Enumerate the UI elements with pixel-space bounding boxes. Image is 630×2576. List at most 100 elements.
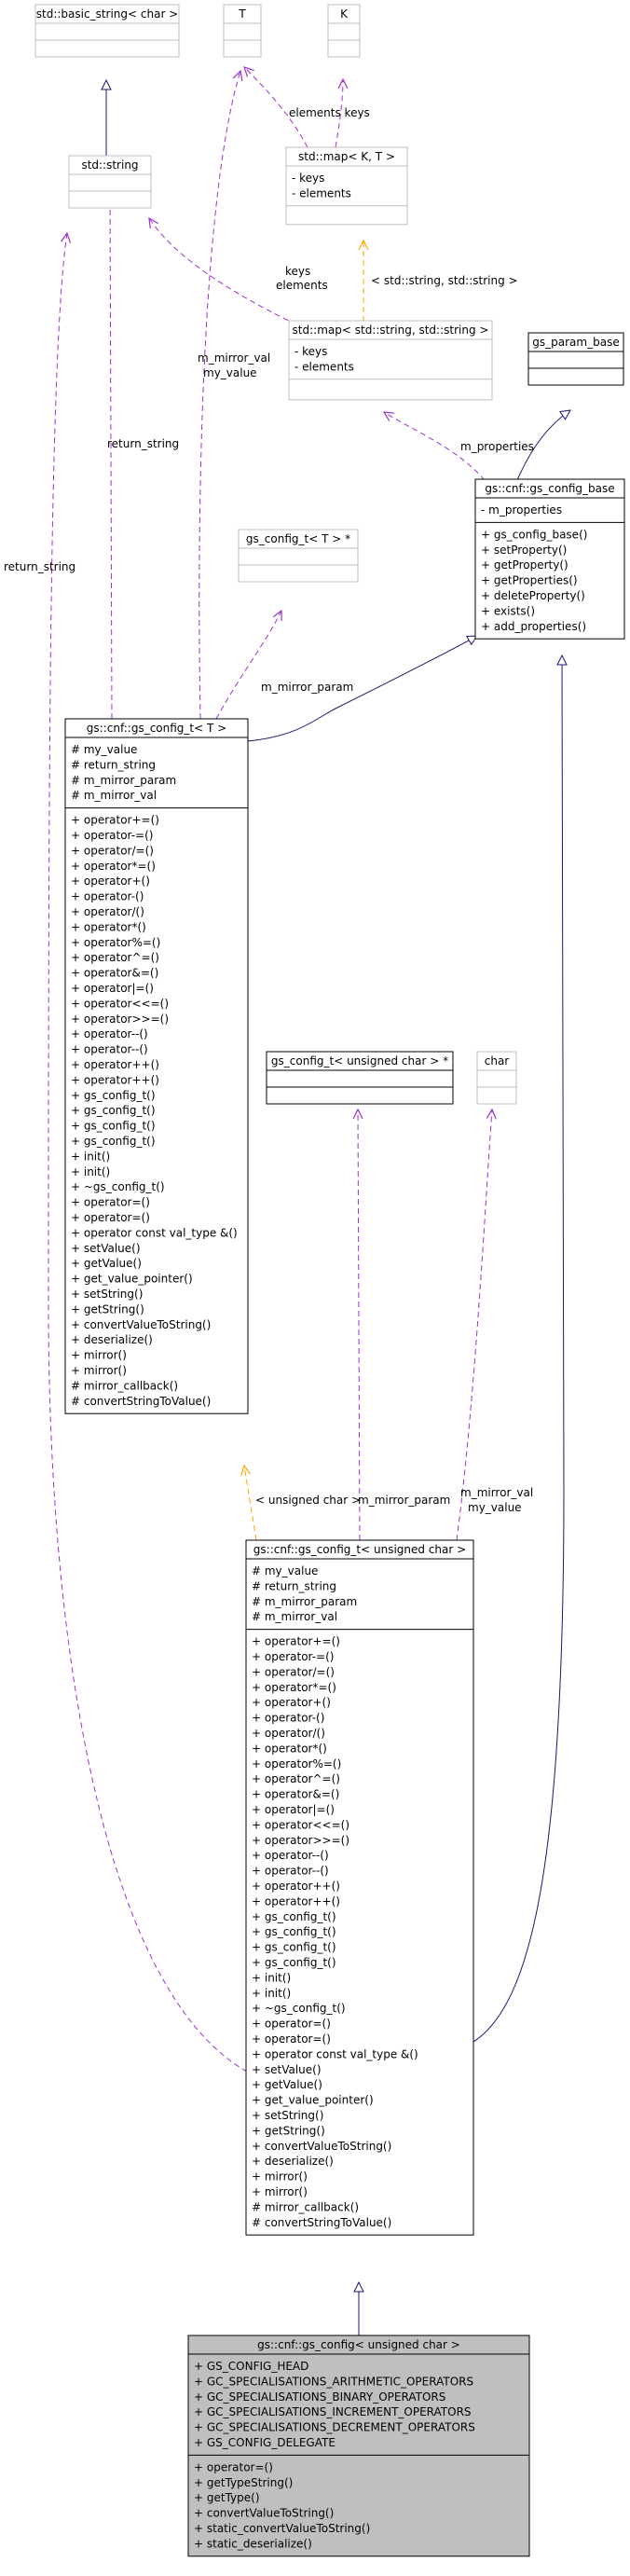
class-attribute: # m_mirror_param — [252, 1595, 357, 1608]
class-gs-config-t-uchar-ptr[interactable]: gs_config_t< unsigned char > * — [266, 1051, 454, 1105]
class-method: # mirror_callback() — [71, 1379, 178, 1392]
class-method: + operator-=() — [71, 829, 153, 842]
class-method: + gs_config_t() — [71, 1135, 156, 1148]
class-map-KT[interactable]: std::map< K, T >- keys- elements — [285, 146, 408, 226]
edge-map-string-to-string — [149, 218, 297, 325]
class-attribute: - m_properties — [481, 503, 562, 517]
class-box — [285, 146, 408, 226]
class-method: + init() — [71, 1150, 110, 1163]
class-attribute: + GC_SPECIALISATIONS_DECREMENT_OPERATORS — [194, 2421, 475, 2434]
class-method: + operator/=() — [252, 1665, 335, 1678]
class-method: + operator+() — [252, 1696, 331, 1709]
label-elements: elements — [276, 279, 328, 292]
class-method: + operator/=() — [71, 844, 154, 857]
class-gs-config-t-T[interactable]: gs::cnf::gs_config_t< T ># my_value# ret… — [64, 718, 249, 1414]
class-K[interactable]: K — [327, 4, 361, 58]
label-keys: keys — [285, 265, 310, 278]
class-method: + operator>>=() — [71, 1012, 169, 1026]
class-method: + getString() — [252, 2124, 325, 2137]
class-method: + setValue() — [71, 1242, 141, 1255]
class-method: + operator const val_type &() — [71, 1226, 238, 1239]
class-box — [223, 4, 262, 58]
class-char[interactable]: char — [476, 1051, 517, 1105]
class-method: + gs_config_t() — [71, 1089, 156, 1102]
class-attribute: # m_mirror_val — [71, 789, 157, 802]
class-title: gs_config_t< unsigned char > * — [271, 1054, 448, 1068]
class-method: + exists() — [481, 604, 535, 617]
class-method: + convertValueToString() — [71, 1318, 211, 1331]
class-attribute: # return_string — [71, 758, 156, 771]
class-method: + gs_config_base() — [481, 528, 587, 541]
label-return-string-1: return_string — [107, 437, 179, 450]
class-method: + mirror() — [71, 1349, 127, 1362]
label-my-value-1: my_value — [203, 366, 257, 379]
class-method: + operator const val_type &() — [252, 2047, 418, 2060]
class-T[interactable]: T — [223, 4, 262, 58]
class-method: + setString() — [71, 1288, 143, 1301]
class-attribute: # m_mirror_param — [71, 774, 176, 787]
class-method: + convertValueToString() — [252, 2140, 391, 2153]
class-method: + operator=() — [71, 1211, 150, 1224]
edge-config-base-inherits-param-base — [516, 410, 570, 481]
class-title: std::basic_string< char > — [36, 7, 179, 21]
class-method: + operator=() — [71, 1196, 150, 1209]
class-method: + getTypeString() — [194, 2476, 293, 2489]
label-m-mirror-val-1: m_mirror_val — [198, 351, 270, 365]
class-method: + operator<<=() — [252, 1818, 349, 1831]
label-elements-keys: elements keys — [289, 106, 370, 119]
edge-config-t-uchar-inherits-config-base — [472, 655, 564, 2043]
edge-config-base-m-properties — [384, 412, 486, 481]
class-method: + operator<<=() — [71, 997, 169, 1010]
class-method: + get_value_pointer() — [252, 2094, 374, 2107]
class-std-string[interactable]: std::string — [68, 155, 152, 209]
label-m-mirror-val-2: m_mirror_val — [460, 1486, 533, 1499]
class-gs-param-base[interactable]: gs_param_base — [527, 332, 624, 386]
class-method: + gs_config_t() — [252, 1910, 336, 1923]
class-method: + gs_config_t() — [252, 1956, 336, 1969]
class-method: + operator--() — [252, 1865, 329, 1878]
class-box — [474, 478, 625, 640]
class-method: + operator=() — [194, 2460, 273, 2473]
class-method: + setString() — [252, 2109, 323, 2122]
class-box — [64, 718, 249, 1414]
class-box — [288, 320, 493, 401]
class-method: + operator*=() — [71, 860, 156, 873]
class-basic-string[interactable]: std::basic_string< char > — [34, 4, 180, 58]
class-method: + static_convertValueToString() — [194, 2522, 370, 2535]
class-method: # convertStringToValue() — [252, 2216, 391, 2229]
class-attribute: - elements — [294, 360, 354, 373]
class-attribute: - keys — [294, 345, 327, 358]
class-method: + operator+=() — [252, 1635, 340, 1648]
class-box — [245, 1539, 474, 2236]
class-gs-config-uchar[interactable]: gs::cnf::gs_config< unsigned char >+ GS_… — [187, 2335, 530, 2557]
class-method: + setValue() — [252, 2063, 322, 2076]
class-method: + operator&=() — [71, 967, 158, 980]
edge-config-t-to-t — [199, 71, 240, 720]
class-method: + operator^=() — [252, 1772, 340, 1785]
class-method: + static_deserialize() — [194, 2537, 312, 2550]
class-attribute: # my_value — [71, 743, 137, 756]
class-attribute: - elements — [292, 186, 351, 200]
class-map-string[interactable]: std::map< std::string, std::string >- ke… — [288, 320, 493, 401]
class-method: + operator=() — [252, 2032, 331, 2046]
class-title: gs::cnf::gs_config< unsigned char > — [257, 2338, 460, 2351]
class-method: + gs_config_t() — [71, 1120, 156, 1133]
class-method: + getProperties() — [481, 574, 578, 587]
class-method: + operator&=() — [252, 1788, 339, 1801]
edge-config-t-uchar-mirror-param — [358, 1109, 360, 1541]
class-gs-config-base[interactable]: gs::cnf::gs_config_base- m_properties+ g… — [474, 478, 625, 640]
class-method: + operator--() — [71, 1027, 148, 1040]
class-method: + operator%=() — [71, 936, 160, 949]
class-title: K — [340, 7, 349, 21]
class-title: gs_config_t< T > * — [246, 532, 350, 545]
class-title: T — [238, 7, 246, 21]
class-method: + operator-=() — [252, 1650, 334, 1663]
class-gs-config-t-uchar[interactable]: gs::cnf::gs_config_t< unsigned char ># m… — [245, 1539, 474, 2236]
class-method: + operator|=() — [252, 1803, 335, 1816]
class-method: + operator/() — [252, 1727, 325, 1740]
class-title: std::map< K, T > — [298, 150, 395, 163]
class-method: + operator*=() — [252, 1681, 336, 1694]
class-gs-config-t-T-ptr[interactable]: gs_config_t< T > * — [238, 529, 359, 583]
class-method: + getValue() — [252, 2078, 322, 2091]
